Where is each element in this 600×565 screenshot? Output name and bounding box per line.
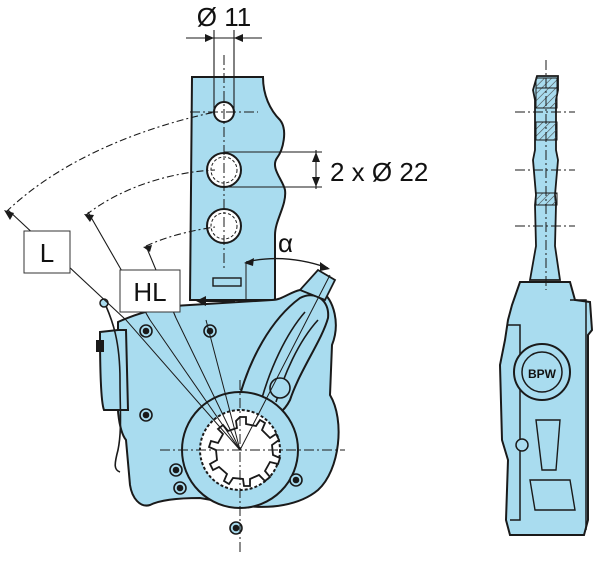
dim-arrow-1	[205, 34, 214, 42]
rivets	[139, 324, 303, 535]
alpha-arrow-left	[244, 258, 254, 266]
side-edge	[570, 299, 587, 530]
alpha-arrow-right	[320, 262, 330, 271]
length-arcs	[5, 111, 216, 247]
dim-arrow-2	[234, 34, 243, 42]
arc-arrow-inner	[143, 245, 152, 252]
adjuster-tab	[298, 268, 337, 302]
worm-slot-left	[261, 311, 306, 399]
side-view: BPW	[498, 60, 594, 536]
arc-arrow-hl	[84, 214, 94, 222]
worm-pin	[269, 377, 291, 399]
side-center-lines	[515, 60, 575, 290]
arc-arrow-l	[4, 210, 14, 220]
label-hl: HL	[133, 277, 166, 307]
lever-arc-lines	[125, 274, 331, 451]
alpha-arc	[245, 257, 329, 269]
side-inner	[535, 419, 561, 471]
dim-small-hole-text: Ø 11	[197, 2, 251, 32]
side-body	[498, 281, 594, 536]
bpw-badge-text: BPW	[528, 367, 557, 381]
side-bolt	[515, 438, 529, 452]
grease-wire	[105, 305, 122, 473]
lever-arm	[188, 76, 287, 301]
alpha-label: α	[278, 228, 293, 258]
dim-arrow-4	[312, 177, 320, 187]
side-plate	[508, 324, 521, 521]
dim-small-hole	[186, 30, 262, 112]
side-bracket	[98, 329, 130, 411]
side-lower-block	[529, 479, 576, 511]
dim-large-holes-text: 2 x Ø 22	[330, 157, 428, 187]
label-box-l	[23, 230, 71, 274]
direction-arrowhead	[196, 296, 206, 306]
front-view: Ø 11 2 x Ø 22 α L HL	[4, 2, 428, 555]
label-l: L	[40, 238, 54, 268]
dim-arrow-3	[312, 152, 320, 162]
center-lines	[160, 55, 345, 555]
marking-rect	[212, 277, 242, 287]
label-box-hl	[119, 269, 181, 313]
bracket-clip	[96, 340, 104, 352]
